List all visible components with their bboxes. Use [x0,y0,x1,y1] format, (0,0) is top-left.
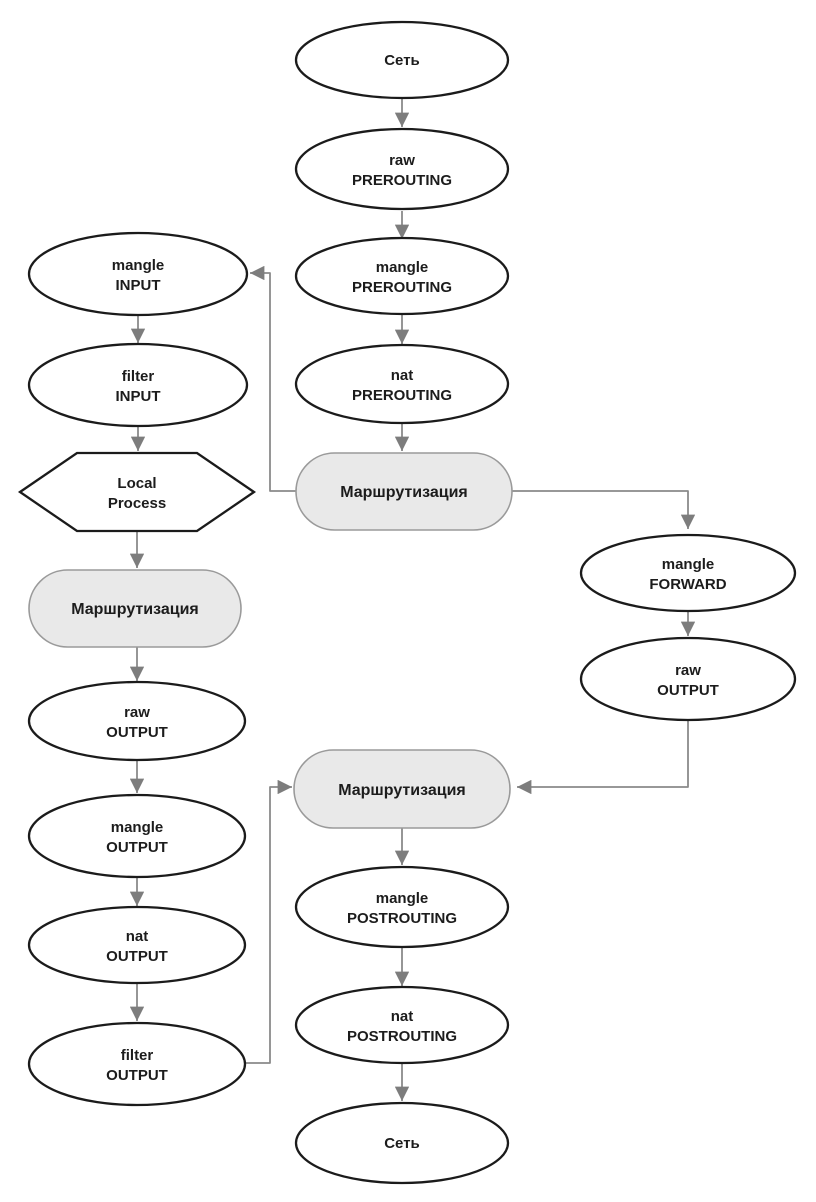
filter-output-shape [27,1021,247,1107]
net-top-shape [294,20,510,100]
filter-input-label-line1: filter [122,368,155,385]
nat-output-label-line2: OUTPUT [106,948,168,965]
routing-bottom-label: Маршрутизация [338,782,466,799]
nat-prerouting-label-line2: PREROUTING [352,387,452,404]
node-raw-prerouting: raw PREROUTING [294,127,510,211]
node-filter-input: filter INPUT [27,342,249,428]
local-process-label-line2: Process [108,495,166,512]
routing-bottom-shape [293,749,511,829]
node-mangle-prerouting: mangle PREROUTING [294,236,510,316]
nat-output-shape [27,905,247,985]
net-bottom-shape [294,1101,510,1185]
raw-prerouting-label-line1: raw [389,152,415,169]
node-filter-output: filter OUTPUT [27,1021,247,1107]
mangle-input-label-line2: INPUT [116,277,161,294]
mangle-forward-shape [579,533,797,613]
mangle-prerouting-shape [294,236,510,316]
node-mangle-postrouting: mangle POSTROUTING [294,865,510,949]
node-mangle-output: mangle OUTPUT [27,793,247,879]
nat-output-label-line1: nat [126,928,149,945]
filter-output-label-line2: OUTPUT [106,1067,168,1084]
mangle-output-shape [27,793,247,879]
raw-output-left-shape [27,680,247,762]
filter-input-shape [27,342,249,428]
routing-top-shape [295,452,513,531]
node-routing-bottom: Маршрутизация [293,749,511,829]
node-mangle-input: mangle INPUT [27,231,249,317]
nat-prerouting-shape [294,343,510,425]
raw-prerouting-label-line2: PREROUTING [352,172,452,189]
node-nat-prerouting: nat PREROUTING [294,343,510,425]
mangle-prerouting-label-line1: mangle [376,259,429,276]
raw-output-right-label-line1: raw [675,662,701,679]
nat-prerouting-label-line1: nat [391,367,414,384]
raw-output-left-label-line1: raw [124,704,150,721]
connectors [129,99,696,1101]
nat-postrouting-label-line2: POSTROUTING [347,1028,457,1045]
node-nat-output: nat OUTPUT [27,905,247,985]
mangle-output-label-line1: mangle [111,819,164,836]
net-bottom-label: Сеть [384,1135,420,1152]
node-routing-left: Маршрутизация [28,569,242,648]
node-mangle-forward: mangle FORWARD [579,533,797,613]
mangle-postrouting-label-line2: POSTROUTING [347,910,457,927]
local-process-shape [17,451,257,533]
raw-output-left-label-line2: OUTPUT [106,724,168,741]
nat-postrouting-shape [294,985,510,1065]
connector-filter-output-to-routing [242,779,292,1064]
node-net-top: Сеть [294,20,510,100]
net-top-label: Сеть [384,52,420,69]
filter-output-label-line1: filter [121,1047,154,1064]
connector-routing-to-mangle-input [249,265,296,492]
mangle-output-label-line2: OUTPUT [106,839,168,856]
mangle-input-label-line1: mangle [112,257,165,274]
routing-top-label: Маршрутизация [340,484,468,501]
routing-left-label: Маршрутизация [71,601,199,618]
node-local-process: Local Process [17,451,257,533]
mangle-postrouting-shape [294,865,510,949]
mangle-postrouting-label-line1: mangle [376,890,429,907]
mangle-forward-label-line1: mangle [662,556,715,573]
mangle-forward-label-line2: FORWARD [649,576,726,593]
connector-raw-output-to-routing-bottom [517,720,689,795]
mangle-prerouting-label-line2: PREROUTING [352,279,452,296]
raw-output-right-shape [579,636,797,722]
raw-output-right-label-line2: OUTPUT [657,682,719,699]
local-process-label-line1: Local [117,475,156,492]
node-net-bottom: Сеть [294,1101,510,1185]
nat-postrouting-label-line1: nat [391,1008,414,1025]
filter-input-label-line2: INPUT [116,388,161,405]
node-raw-output-left: raw OUTPUT [27,680,247,762]
mangle-input-shape [27,231,249,317]
routing-left-shape [28,569,242,648]
node-routing-top: Маршрутизация [295,452,513,531]
node-nat-postrouting: nat POSTROUTING [294,985,510,1065]
connector-routing-to-mangle-forward [512,490,696,529]
node-raw-output-right: raw OUTPUT [579,636,797,722]
raw-prerouting-shape [294,127,510,211]
